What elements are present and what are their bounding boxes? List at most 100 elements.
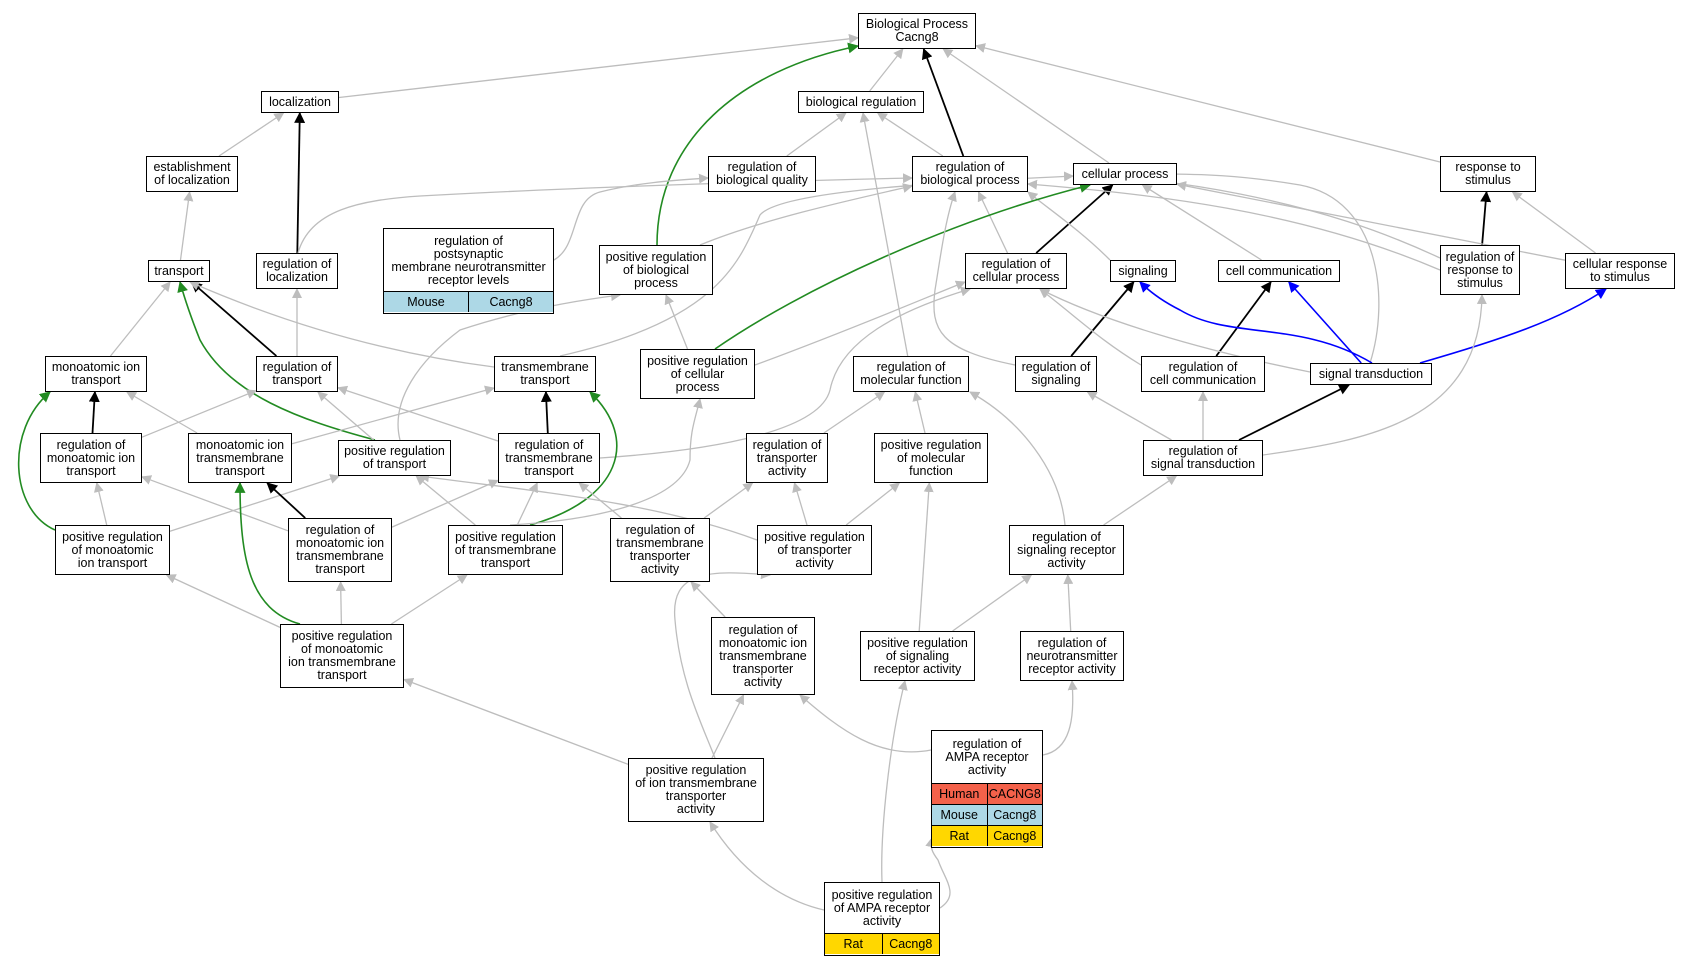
edge-regmaitmt-to-maitmt — [266, 482, 306, 519]
node-regmf[interactable]: regulation of molecular function — [853, 356, 969, 392]
edge-posregbp-to-bp — [656, 42, 860, 246]
node-label: regulation of transmembrane transport — [505, 437, 593, 478]
species-name: Rat — [949, 829, 969, 843]
node-label: transport — [154, 263, 204, 278]
node-posregtrans[interactable]: positive regulation of transport — [338, 440, 451, 476]
node-loc[interactable]: localization — [261, 91, 339, 113]
node-label: regulation of transport — [262, 360, 332, 387]
species-name: Mouse — [407, 295, 445, 309]
edge-regcp-to-cellproc — [1035, 184, 1114, 254]
node-label: positive regulation of AMPA receptor act… — [831, 888, 933, 928]
node-cellresp[interactable]: cellular response to stimulus — [1565, 253, 1675, 289]
node-regresp[interactable]: regulation of response to stimulus — [1440, 245, 1520, 295]
node-regmait[interactable]: regulation of monoatomic ion transport — [40, 433, 142, 483]
node-posregampa[interactable]: positive regulation of AMPA receptor act… — [824, 882, 940, 956]
node-tmt[interactable]: transmembrane transport — [494, 356, 596, 392]
edge-regmaitmta-to-regtmta — [690, 581, 726, 618]
node-label: transmembrane transport — [501, 360, 589, 387]
node-regst[interactable]: regulation of signal transduction — [1143, 440, 1263, 476]
edge-posregmait-to-posregtrans — [169, 474, 341, 532]
node-posregitmta[interactable]: positive regulation of ion transmembrane… — [628, 758, 764, 822]
node-transport[interactable]: transport — [148, 260, 210, 282]
edge-posregmait-to-regmait — [93, 482, 108, 526]
node-label: positive regulation of transport — [344, 444, 445, 471]
node-label: positive regulation of cellular process — [647, 353, 748, 394]
node-regsig[interactable]: regulation of signaling — [1015, 356, 1097, 392]
edge-posregtmt-to-regtmt — [516, 482, 538, 526]
edge-posregitmta-to-regmaitmta — [711, 694, 745, 759]
node-cellcomm[interactable]: cell communication — [1218, 260, 1340, 282]
node-label: cell communication — [1225, 263, 1333, 278]
node-regtrans[interactable]: regulation of transport — [256, 356, 338, 392]
node-mait[interactable]: monoatomic ion transport — [45, 356, 147, 392]
node-sigtrans[interactable]: signal transduction — [1310, 363, 1432, 385]
node-posregbp[interactable]: positive regulation of biological proces… — [599, 245, 713, 295]
node-label: regulation of cellular process — [972, 257, 1060, 284]
edge-posregmf-to-regmf — [912, 391, 926, 434]
edge-posregampa-to-posregsra — [881, 680, 908, 883]
edge-posregtmt-to-tmt — [529, 391, 618, 526]
node-rpnrl[interactable]: regulation of postsynaptic membrane neur… — [383, 228, 554, 314]
node-posregtmt[interactable]: positive regulation of transmembrane tra… — [448, 525, 563, 575]
edge-posregtmt-to-posregtrans — [415, 475, 476, 526]
node-estloc[interactable]: establishment of localization — [146, 156, 238, 192]
edge-posregtra-to-posregmf — [845, 482, 901, 526]
node-label: regulation of localization — [262, 257, 332, 284]
node-posregmf[interactable]: positive regulation of molecular functio… — [874, 433, 988, 483]
node-posregcp[interactable]: positive regulation of cellular process — [640, 349, 755, 399]
edge-posregcp-to-posregbp — [664, 294, 689, 350]
node-label: monoatomic ion transmembrane transport — [195, 437, 285, 478]
node-cellproc[interactable]: cellular process — [1073, 163, 1177, 185]
edge-regmaitmt-to-regtmt — [391, 479, 499, 528]
node-regmaitmta[interactable]: regulation of monoatomic ion transmembra… — [711, 617, 815, 695]
edge-regcc-to-regcp — [1039, 288, 1142, 366]
edge-regbq-to-breg — [786, 112, 847, 157]
node-regbq[interactable]: regulation of biological quality — [708, 156, 816, 192]
edge-posregsra-to-posregmf — [918, 482, 934, 632]
node-regsra[interactable]: regulation of signaling receptor activit… — [1009, 525, 1124, 575]
node-regbp[interactable]: regulation of biological process — [912, 156, 1028, 192]
edge-regtmta-to-regtra — [703, 482, 754, 519]
edge-regtmt-to-tmt — [540, 390, 552, 434]
node-label: regulation of postsynaptic membrane neur… — [391, 233, 546, 287]
node-posregtra[interactable]: positive regulation of transporter activ… — [757, 525, 872, 575]
node-posregmaitmt[interactable]: positive regulation of monoatomic ion tr… — [280, 624, 404, 688]
node-regloc[interactable]: regulation of localization — [256, 253, 338, 289]
edge-sigtrans-to-regcp — [1039, 288, 1311, 373]
node-regtmt[interactable]: regulation of transmembrane transport — [498, 433, 600, 483]
edge-regst-to-sigtrans — [1238, 384, 1350, 441]
node-posregsra[interactable]: positive regulation of signaling recepto… — [860, 631, 975, 681]
node-regmaitmt[interactable]: regulation of monoatomic ion transmembra… — [288, 518, 392, 582]
edge-regsra-to-regmf — [969, 391, 1066, 526]
node-label: regulation of neurotransmitter receptor … — [1026, 635, 1118, 676]
edge-maitmt-to-mait — [126, 391, 198, 434]
node-signaling[interactable]: signaling — [1110, 260, 1176, 282]
edge-regnra-to-regsra — [1063, 574, 1074, 632]
edge-posregcp-to-cellproc — [714, 182, 1092, 350]
node-breg[interactable]: biological regulation — [798, 91, 924, 113]
edge-regmf-to-breg — [859, 112, 909, 357]
node-regtra[interactable]: regulation of transporter activity — [746, 433, 828, 483]
gene-name: Cacng8 — [986, 805, 1043, 825]
node-maitmt[interactable]: monoatomic ion transmembrane transport — [188, 433, 292, 483]
edge-maitmt-to-tmt — [291, 385, 495, 445]
node-label: biological regulation — [805, 94, 917, 109]
edge-sigtrans-to-cellresp — [1419, 288, 1607, 364]
node-resp[interactable]: response to stimulus — [1440, 156, 1536, 192]
gene-name: Cacng8 — [881, 934, 940, 954]
node-label: regulation of molecular function — [860, 360, 962, 387]
node-bp[interactable]: Biological Process Cacng8 — [858, 13, 976, 49]
node-regcc[interactable]: regulation of cell communication — [1141, 356, 1265, 392]
node-regcp[interactable]: regulation of cellular process — [965, 253, 1067, 289]
node-regtmta[interactable]: regulation of transmembrane transporter … — [610, 518, 710, 582]
edge-regsig-to-signaling — [1070, 281, 1135, 357]
node-posregmait[interactable]: positive regulation of monoatomic ion tr… — [55, 525, 170, 575]
node-regnra[interactable]: regulation of neurotransmitter receptor … — [1020, 631, 1124, 681]
node-label: signal transduction — [1318, 366, 1424, 381]
edge-cellproc-to-bp — [942, 48, 1110, 164]
